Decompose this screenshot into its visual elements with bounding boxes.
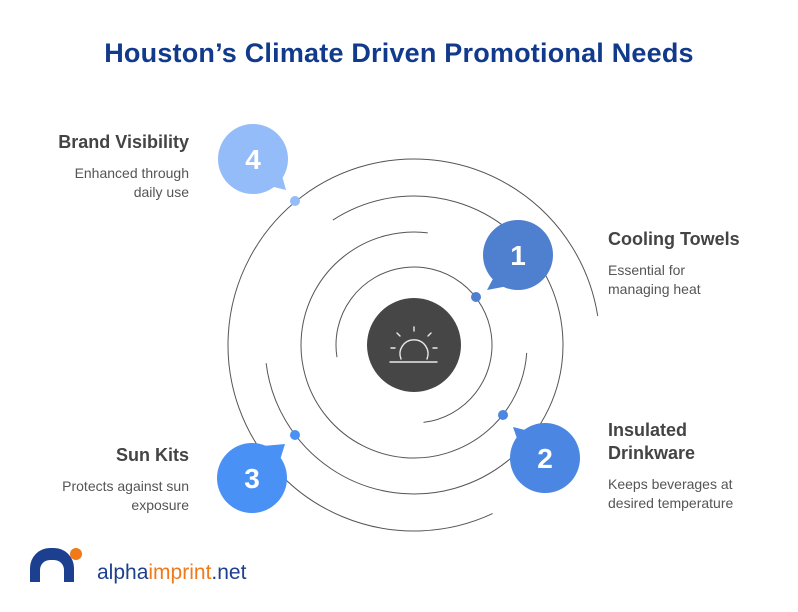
orbit-arc bbox=[227, 158, 599, 532]
logo-text-net: .net bbox=[211, 561, 247, 584]
item-desc-line: Protects against sun bbox=[62, 478, 189, 494]
orbit-dot bbox=[498, 410, 508, 420]
item-heading: Insulated bbox=[608, 420, 688, 440]
step-bubble-2: 2 bbox=[510, 423, 580, 493]
item-desc-line: exposure bbox=[131, 497, 189, 513]
item-desc-line: desired temperature bbox=[608, 495, 734, 511]
item-desc-line: Enhanced through bbox=[74, 165, 189, 181]
center-circle bbox=[367, 298, 461, 392]
sunrise-icon bbox=[389, 326, 438, 363]
item-heading: Drinkware bbox=[608, 443, 696, 463]
item-desc-line: Essential for bbox=[608, 262, 686, 278]
orbit-arc bbox=[265, 195, 564, 495]
page-title: Houston’s Climate Driven Promotional Nee… bbox=[104, 38, 694, 68]
item-desc-line: Keeps beverages at bbox=[608, 476, 733, 492]
item-cooling-towels: Cooling Towels Essential for managing he… bbox=[608, 228, 740, 299]
orbit-dot bbox=[290, 430, 300, 440]
item-heading: Sun Kits bbox=[115, 445, 189, 465]
orbit-dot bbox=[471, 292, 481, 302]
step-number: 4 bbox=[245, 144, 261, 175]
step-bubble-4: 4 bbox=[218, 124, 288, 194]
item-heading: Cooling Towels bbox=[608, 229, 740, 249]
orbit-dot bbox=[290, 196, 300, 206]
logo-text-imprint: imprint bbox=[148, 561, 212, 584]
logo-mark bbox=[30, 548, 82, 582]
step-bubble-3: 3 bbox=[217, 443, 287, 513]
step-number: 3 bbox=[244, 463, 260, 494]
item-sun-kits: Sun Kits Protects against sun exposure bbox=[62, 444, 189, 515]
item-brand-visibility: Brand Visibility Enhanced through daily … bbox=[58, 131, 189, 202]
logo-text: alphaimprint.net bbox=[97, 561, 246, 585]
step-number: 2 bbox=[537, 443, 553, 474]
step-number: 1 bbox=[510, 240, 526, 271]
step-bubble-1: 1 bbox=[483, 220, 553, 290]
logo-text-alpha: alpha bbox=[97, 561, 149, 584]
orbit-arc bbox=[335, 266, 493, 423]
item-desc-line: daily use bbox=[133, 184, 189, 200]
item-heading: Brand Visibility bbox=[58, 132, 189, 152]
orbit-arc bbox=[300, 231, 528, 459]
item-desc-line: managing heat bbox=[608, 281, 701, 297]
item-insulated-drinkware: Insulated Drinkware Keeps beverages at d… bbox=[608, 419, 733, 513]
